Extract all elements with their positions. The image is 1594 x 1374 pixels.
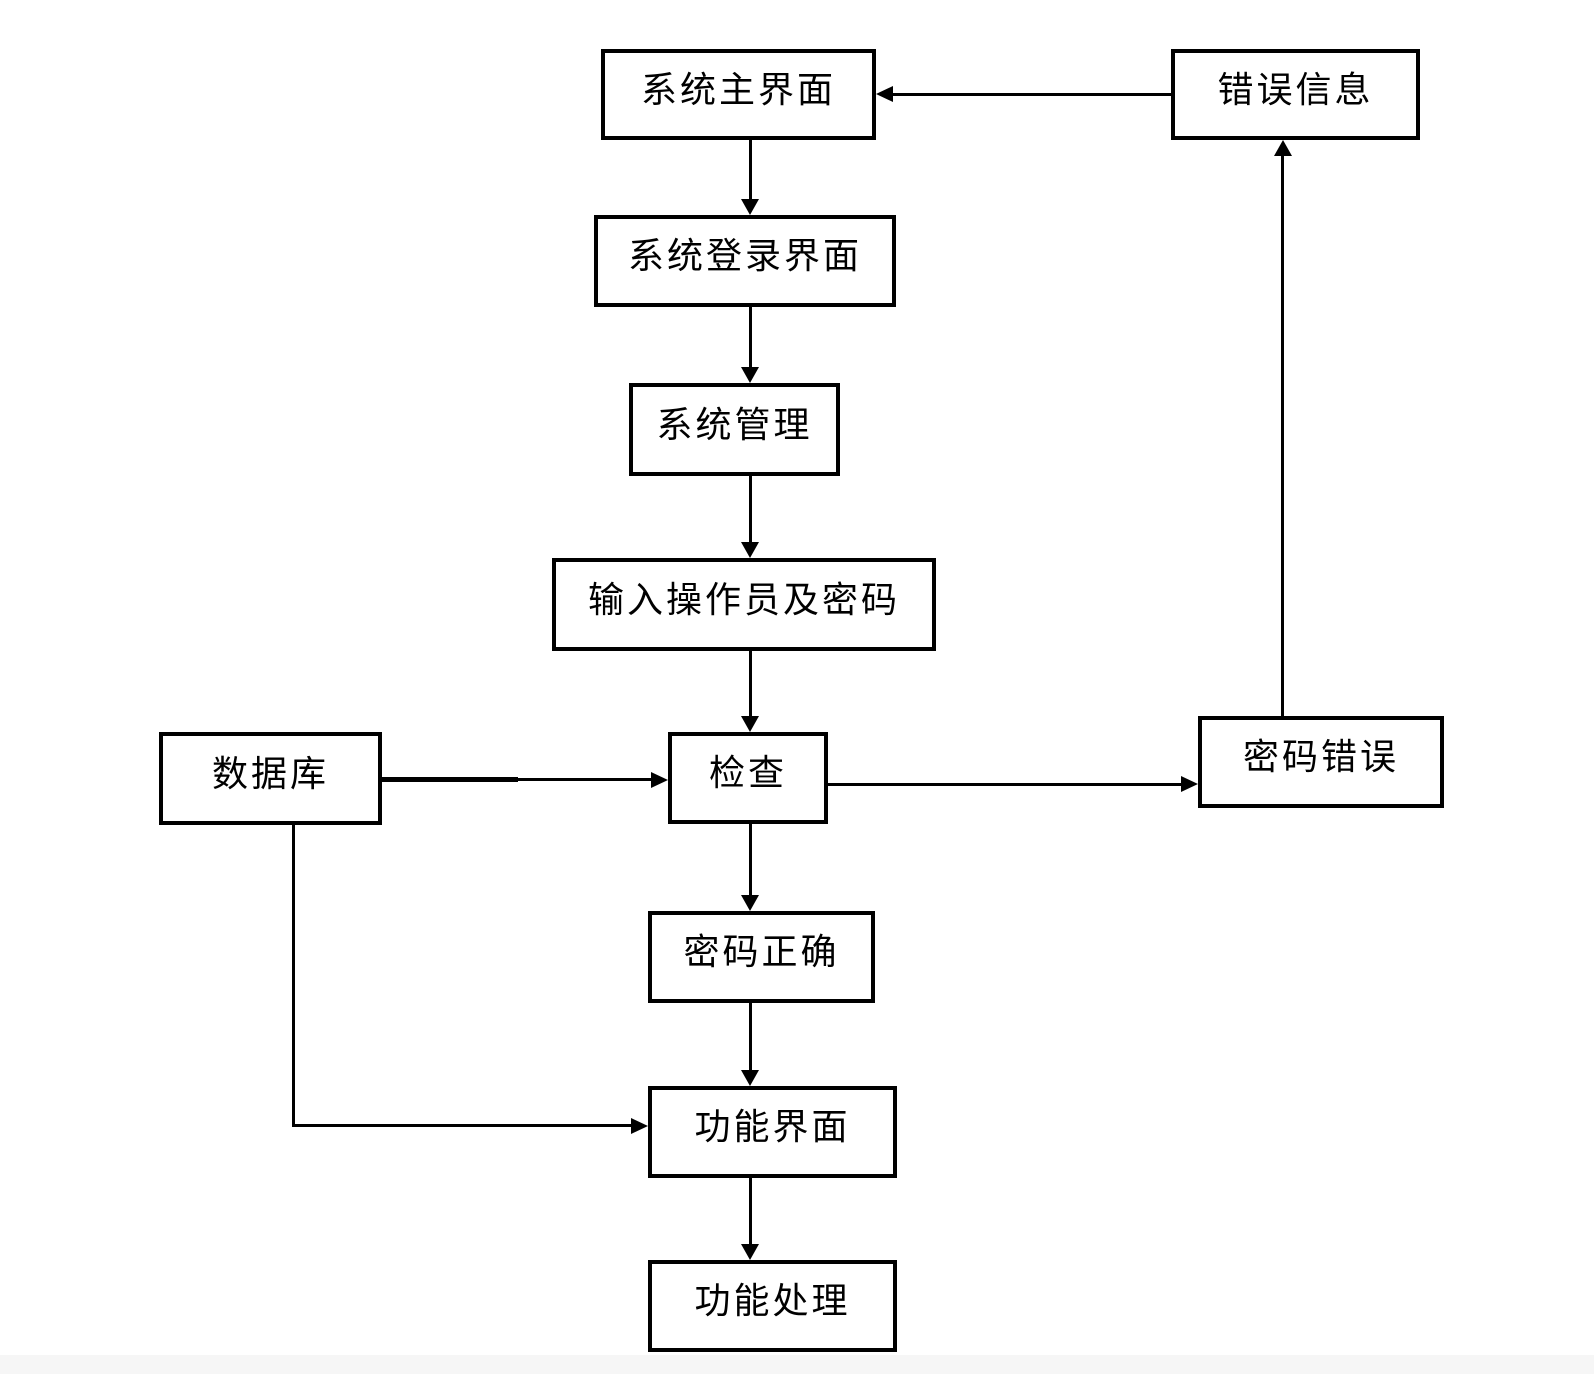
edge-login-to-mgmt-arrowhead-icon [741, 367, 759, 383]
node-check: 检查 [668, 732, 828, 824]
edge-pwdwrong-to-errorinfo-arrowhead-icon [1274, 140, 1292, 156]
node-system-login-ui: 系统登录界面 [594, 215, 896, 307]
node-password-wrong: 密码错误 [1198, 716, 1444, 808]
edge-database-to-check-line-thick [382, 777, 518, 782]
edge-pwdcorrect-to-funcui-arrowhead-icon [741, 1070, 759, 1086]
edge-database-to-check-line [518, 778, 652, 781]
edge-pwdcorrect-to-funcui-line [749, 1003, 752, 1071]
edge-main-to-login-arrowhead-icon [741, 199, 759, 215]
edge-main-to-login-line [749, 140, 752, 200]
edge-errorinfo-to-main-arrowhead-icon [876, 86, 893, 102]
node-error-info: 错误信息 [1171, 49, 1420, 140]
node-database: 数据库 [159, 732, 382, 825]
edge-login-to-mgmt-line [749, 307, 752, 368]
edge-mgmt-to-input-arrowhead-icon [741, 542, 759, 558]
edge-database-to-funcui-vline [292, 825, 295, 1127]
edge-check-to-pwdcorrect-arrowhead-icon [741, 895, 759, 911]
edge-check-to-pwdcorrect-line [749, 824, 752, 896]
node-system-main-ui: 系统主界面 [601, 49, 876, 140]
edge-errorinfo-to-main-line [891, 93, 1171, 96]
edge-input-to-check-line [749, 651, 752, 717]
node-system-management: 系统管理 [629, 383, 840, 476]
node-function-processing: 功能处理 [648, 1260, 897, 1352]
node-input-operator-password: 输入操作员及密码 [552, 558, 936, 651]
bottom-edge-strip [0, 1355, 1594, 1374]
edge-mgmt-to-input-line [749, 476, 752, 543]
edge-funcui-to-funcproc-line [749, 1178, 752, 1245]
node-password-correct: 密码正确 [648, 911, 875, 1003]
edge-input-to-check-arrowhead-icon [741, 716, 759, 732]
node-function-ui: 功能界面 [648, 1086, 897, 1178]
edge-check-to-pwdwrong-line [828, 783, 1182, 786]
edge-database-to-funcui-arrowhead-icon [631, 1118, 648, 1134]
edge-funcui-to-funcproc-arrowhead-icon [741, 1244, 759, 1260]
edge-database-to-funcui-hline [292, 1124, 632, 1127]
edge-check-to-pwdwrong-arrowhead-icon [1181, 776, 1198, 792]
edge-pwdwrong-to-errorinfo-line [1281, 155, 1284, 716]
edge-database-to-check-arrowhead-icon [651, 772, 668, 788]
